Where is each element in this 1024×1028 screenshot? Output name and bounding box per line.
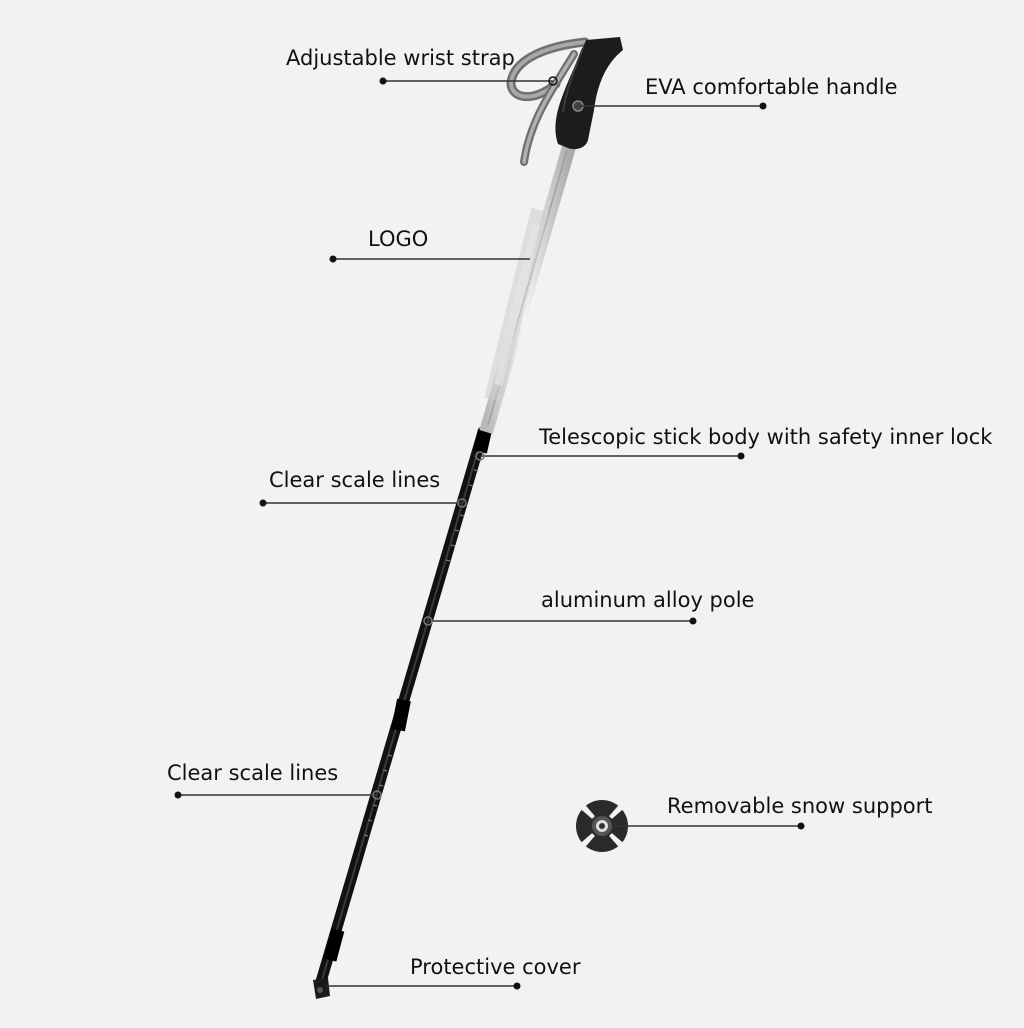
label-scale-lower: Clear scale lines [167,761,339,785]
leader-scale-upper [259,498,467,508]
protective-cover-tip [313,978,330,999]
label-scale-upper: Clear scale lines [269,468,441,492]
leader-handle [578,102,767,110]
label-protective-cover: Protective cover [410,955,581,979]
label-telescopic: Telescopic stick body with safety inner … [539,425,993,449]
scale-ticks-lower [363,754,393,837]
leader-logo [329,255,530,263]
eva-handle [555,37,623,150]
label-snow-support: Removable snow support [667,794,933,818]
snow-basket-icon [576,800,628,852]
logo-blur [484,207,549,403]
leader-telescopic [475,451,745,461]
leader-protective-cover [326,982,521,990]
label-logo: LOGO [368,227,429,251]
label-wrist-strap: Adjustable wrist strap [286,46,515,70]
leader-snow-support [612,822,805,830]
label-aluminum: aluminum alloy pole [541,588,755,612]
leader-lines [174,76,805,990]
lock-collars [323,428,492,962]
leader-aluminum [423,616,697,626]
leader-scale-lower [174,790,382,800]
wrist-strap [506,37,590,166]
label-handle: EVA comfortable handle [645,75,898,99]
leader-wrist-strap [379,76,558,86]
scale-ticks-upper [445,469,479,562]
